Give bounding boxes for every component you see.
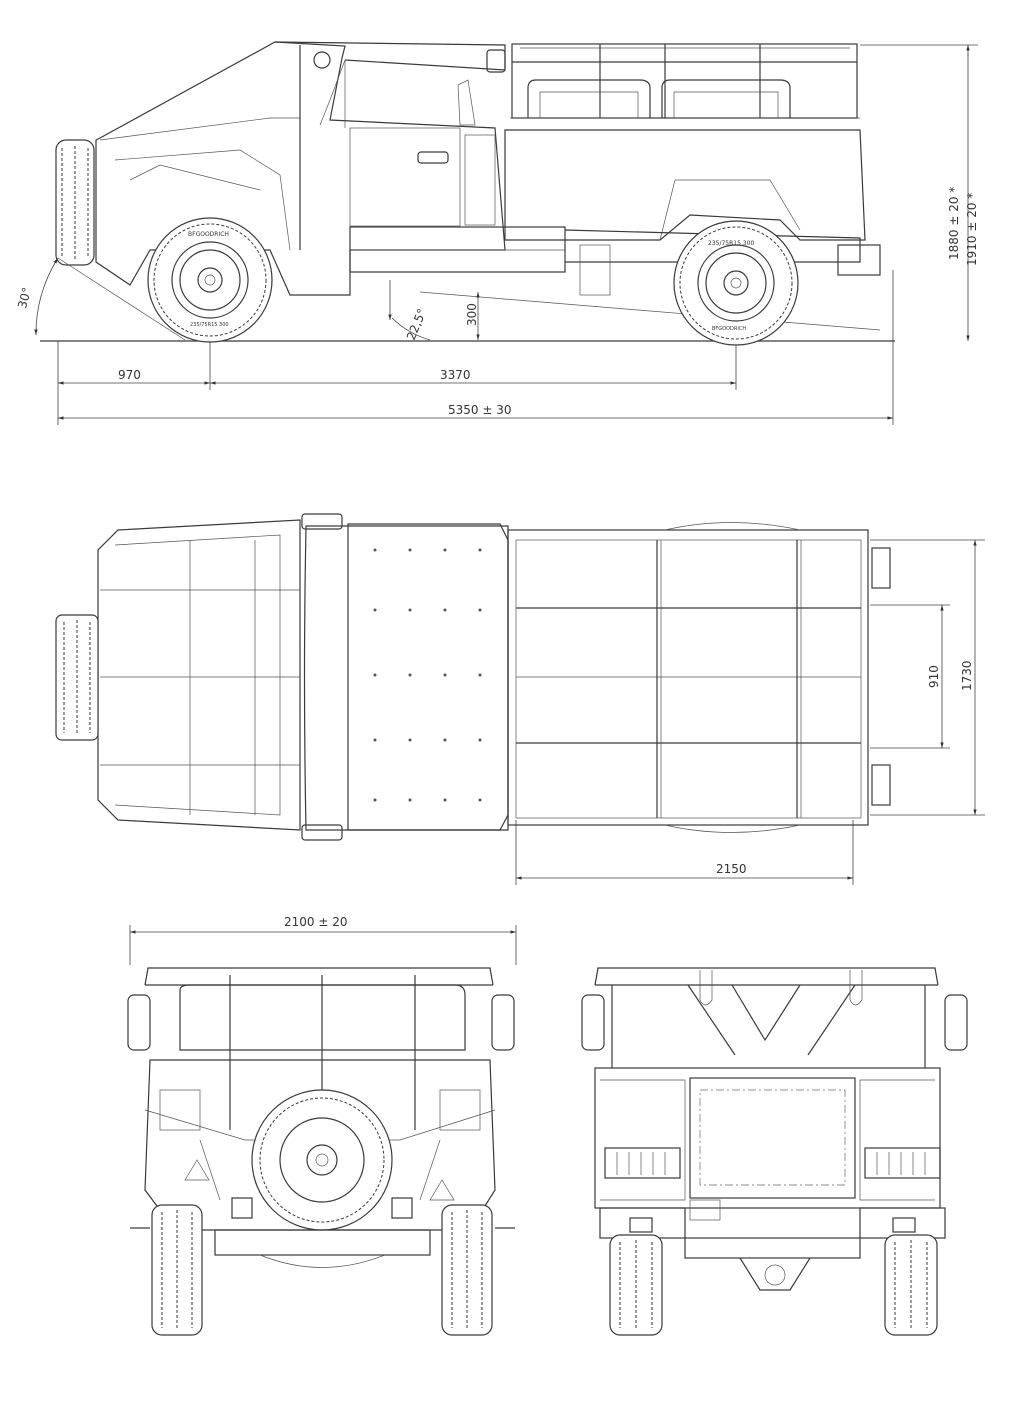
top-view: 1730 910 2150: [55, 513, 985, 885]
front-wheel: BFGOODRICH 235/75R15 300: [147, 217, 273, 343]
rear-tire-brand: BFGOODRICH: [712, 326, 746, 332]
side-view: BFGOODRICH 235/75R15 300 235/75R15 300 B…: [15, 41, 979, 425]
wheelbase-label: 3370: [440, 368, 471, 382]
tail-light-left: [604, 1147, 681, 1179]
cargo-inner-width-label: 910: [927, 665, 941, 688]
cargo-length-label: 2150: [716, 862, 747, 876]
roof-rivets: [373, 548, 482, 802]
rear-wheel: 235/75R15 300 BFGOODRICH: [673, 220, 799, 346]
overall-height-label: 1880 ± 20 *: [947, 187, 961, 260]
rear-tire-size: 235/75R15 300: [708, 240, 754, 247]
overall-height-alt-label: 1910 ± 20 *: [965, 193, 979, 266]
overall-width-label: 2100 ± 20: [284, 915, 348, 929]
ground-clearance-label: 300: [465, 303, 479, 326]
front-overhang-label: 970: [118, 368, 141, 382]
front-tire-size: 235/75R15 300: [190, 322, 229, 328]
tail-light-right: [864, 1147, 941, 1179]
front-tire-brand: BFGOODRICH: [188, 231, 229, 238]
overall-length-label: 5350 ± 30: [448, 403, 512, 417]
cargo-width-label: 1730: [960, 660, 974, 691]
rear-view: [581, 967, 968, 1336]
approach-angle-label: 30°: [15, 286, 34, 310]
breakover-angle-label: 22,5°: [404, 307, 429, 343]
front-view: 2100 ± 20: [127, 915, 517, 1336]
